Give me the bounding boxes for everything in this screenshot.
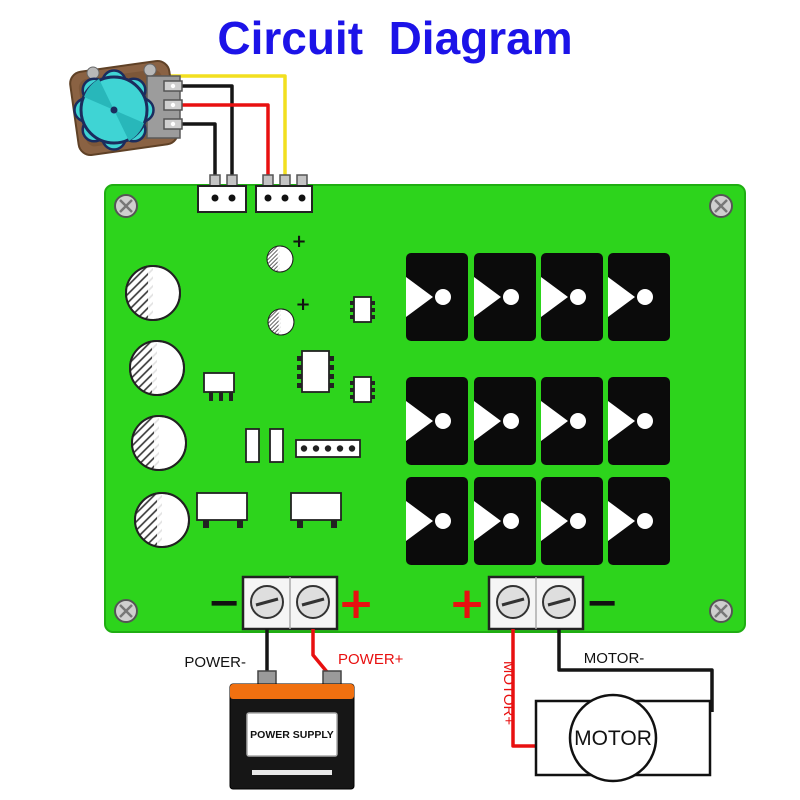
page-title: Circuit Diagram	[217, 12, 572, 64]
mosfet	[406, 253, 468, 341]
battery-base-stripe	[252, 770, 332, 775]
wire-black-bottom	[181, 122, 217, 182]
motor-terminal-block: + −	[449, 575, 619, 631]
connector-block-a	[197, 174, 247, 213]
pin-hole	[228, 194, 236, 202]
battery-band	[230, 684, 354, 699]
connector-housing	[197, 185, 247, 213]
pin-hole	[281, 194, 289, 202]
capacitor-polarity-label-2: +	[295, 294, 310, 315]
pin-header	[295, 439, 361, 458]
terminal-screw	[495, 584, 531, 620]
motor-text: MOTOR	[574, 727, 652, 750]
wire-motor-positive	[511, 629, 540, 748]
potentiometer	[69, 60, 183, 156]
battery-terminal-negative	[257, 670, 277, 686]
power-supply: POWER SUPPLY	[229, 670, 355, 790]
terminal-screw	[295, 584, 331, 620]
power-plus-sign: +	[338, 578, 375, 629]
battery-label	[246, 712, 338, 757]
wire-black-top	[181, 84, 234, 182]
motor: MOTOR	[534, 693, 712, 783]
electrolytic-capacitor-2	[129, 340, 185, 396]
wire-red-top	[181, 103, 270, 182]
motor-wires	[511, 629, 714, 748]
mounting-screw-top-right	[708, 193, 734, 219]
mosfet	[406, 377, 468, 465]
mosfet	[541, 377, 603, 465]
small-capacitor-2	[267, 308, 295, 336]
knob-shade	[114, 110, 144, 141]
small-capacitor-1	[266, 245, 294, 273]
pot-lug	[143, 63, 157, 77]
wire-motor-negative	[557, 629, 714, 712]
pin-hole	[298, 194, 306, 202]
motor-minus-sign: −	[585, 580, 619, 626]
motor-minus-label: MOTOR-	[584, 650, 645, 667]
ic-dip8	[297, 350, 334, 393]
mosfet	[474, 377, 536, 465]
resistor-1	[245, 428, 260, 463]
power-minus-sign: −	[207, 580, 241, 626]
connector-block-b	[255, 174, 313, 213]
mounting-screw-bottom-left	[113, 598, 139, 624]
pin-hole	[211, 194, 219, 202]
motor-plus-label: MOTOR+	[500, 661, 517, 726]
knob-shade	[84, 79, 114, 110]
motor-plus-sign: +	[449, 578, 486, 629]
pcb-board: + +	[104, 174, 746, 633]
power-terminal-block: − +	[207, 575, 375, 631]
mosfet	[608, 253, 670, 341]
power-minus-label: POWER-	[184, 654, 246, 671]
mounting-screw-bottom-right	[708, 598, 734, 624]
resistor-2	[269, 428, 284, 463]
mosfet	[474, 253, 536, 341]
terminal-screw	[541, 584, 577, 620]
battery-label-text: POWER SUPPLY	[250, 729, 334, 741]
pot-lug	[86, 66, 100, 80]
pot-knob	[73, 69, 155, 151]
wire-yellow	[150, 74, 287, 182]
ic-soic-1	[350, 296, 375, 323]
transistor	[203, 372, 235, 401]
motor-circle	[568, 693, 658, 783]
electrolytic-capacitor-4	[134, 492, 190, 548]
power-plus-label: POWER+	[338, 651, 404, 668]
film-capacitor-2	[290, 492, 342, 528]
potentiometer-wires	[150, 74, 287, 182]
mosfet	[406, 477, 468, 565]
capacitor-polarity-label-1: +	[291, 231, 306, 252]
battery-terminal-positive	[322, 670, 342, 686]
electrolytic-capacitor-1	[125, 265, 181, 321]
knob-center	[110, 106, 118, 114]
mosfet	[608, 477, 670, 565]
electrolytic-capacitor-3	[131, 415, 187, 471]
mosfet	[474, 477, 536, 565]
mosfet	[541, 477, 603, 565]
mosfet	[541, 253, 603, 341]
pot-pins	[163, 80, 183, 130]
mounting-screw-top-left	[113, 193, 139, 219]
pin-hole	[264, 194, 272, 202]
ic-soic-2	[350, 376, 375, 403]
mosfet	[608, 377, 670, 465]
terminal-screw	[249, 584, 285, 620]
film-capacitor-1	[196, 492, 248, 528]
